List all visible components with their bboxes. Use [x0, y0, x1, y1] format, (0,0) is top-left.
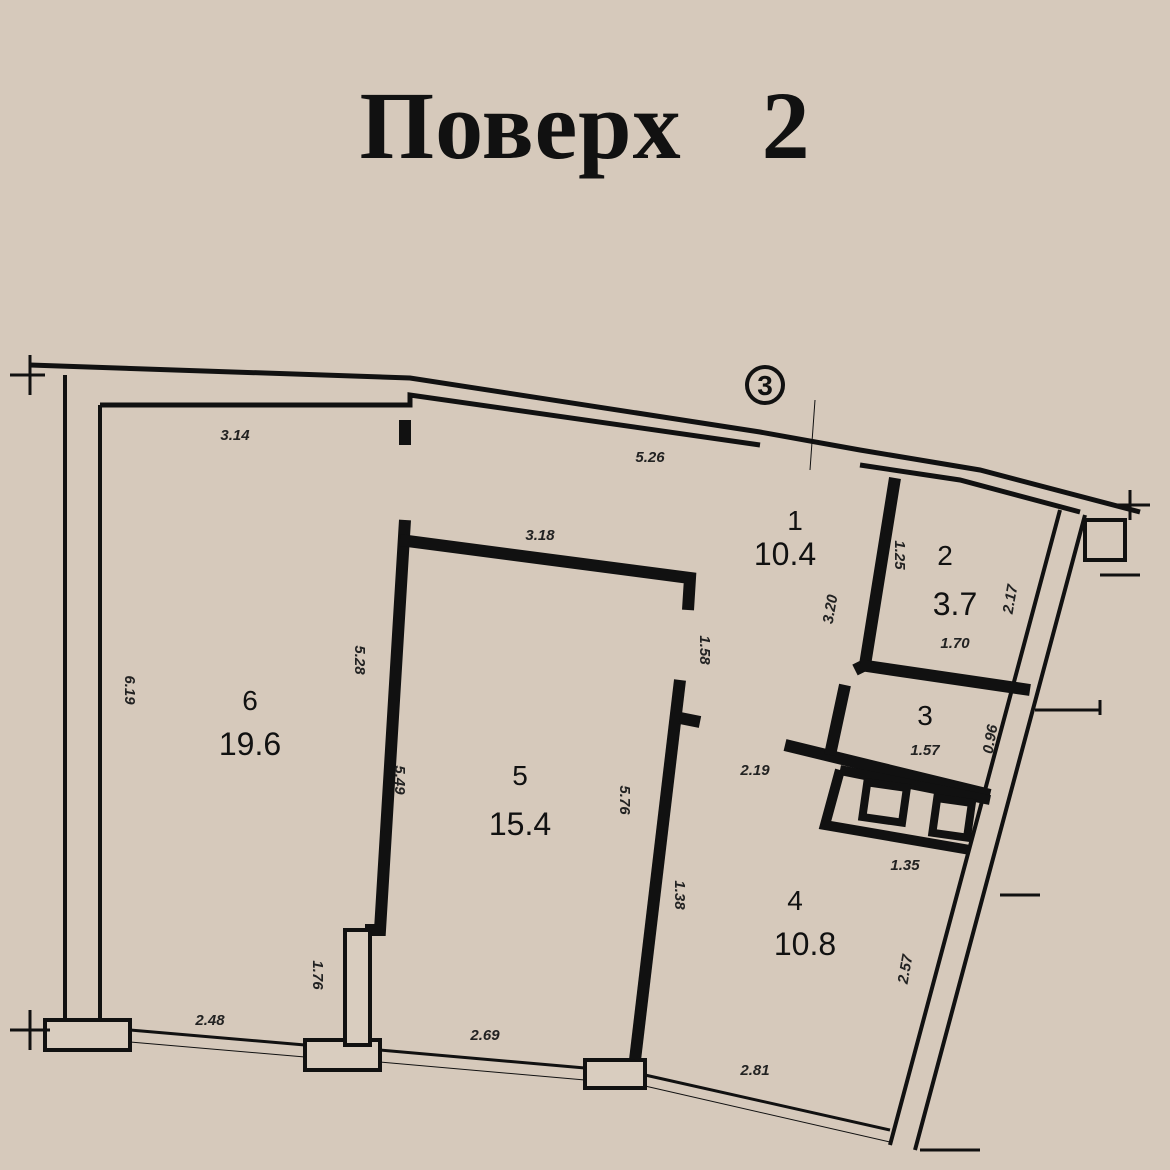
inner-walls [343, 399, 1031, 1061]
column [583, 1058, 647, 1090]
room-6-number: 6 [242, 685, 258, 716]
outer-walls [10, 355, 1150, 1152]
dim-label: 2.48 [194, 1012, 225, 1029]
room-2-number: 2 [937, 540, 953, 571]
room-1-number: 1 [787, 505, 803, 536]
dim-label: 1.58 [696, 635, 713, 665]
floor-title-word: Поверх [359, 72, 682, 179]
dim-label: 1.38 [671, 880, 688, 910]
axis-marker-label: 3 [757, 370, 773, 401]
dim-label: 3.18 [525, 527, 555, 544]
dim-label: 2.57 [894, 953, 916, 986]
dim-label: 5.26 [635, 449, 665, 466]
floor-number: 2 [761, 72, 811, 179]
room-3-area: 1.57 [910, 742, 940, 759]
dim-label: 2.81 [739, 1062, 769, 1079]
dim-label: 1.76 [309, 960, 326, 990]
room-5-number: 5 [512, 760, 528, 791]
dim-label: 0.96 [980, 723, 1002, 755]
axis-marker: 3 [745, 365, 785, 405]
dim-label: 2.19 [739, 762, 770, 779]
dim-label: 5.49 [391, 765, 408, 795]
dim-label: 2.17 [999, 583, 1021, 616]
room-4-number: 4 [787, 885, 803, 916]
room-3-number: 3 [917, 700, 933, 731]
dim-label: 2.69 [469, 1027, 500, 1044]
dim-label: 5.28 [351, 645, 368, 675]
room-5-area: 15.4 [489, 806, 551, 842]
dim-label: 3.14 [220, 427, 250, 444]
dim-label: 1.35 [890, 857, 920, 874]
dim-label: 1.70 [940, 635, 970, 652]
room-1-area: 10.4 [754, 536, 816, 572]
room-labels: 1 10.4 2 3.7 3 1.57 4 10.8 5 15.4 6 19.6 [219, 505, 977, 962]
dim-label: 5.76 [616, 785, 633, 815]
dim-label: 1.25 [891, 540, 908, 570]
floor-title: Поверх 2 [0, 70, 1170, 181]
room-6-area: 19.6 [219, 726, 281, 762]
room-2-area: 3.7 [933, 586, 977, 622]
column [43, 1018, 132, 1052]
dim-label: 6.19 [121, 675, 138, 705]
dim-label: 3.20 [820, 593, 842, 625]
room-4-area: 10.8 [774, 926, 836, 962]
dimension-labels: 3.14 5.26 3.18 6.19 5.28 5.49 5.76 1.58 … [121, 427, 1022, 1079]
